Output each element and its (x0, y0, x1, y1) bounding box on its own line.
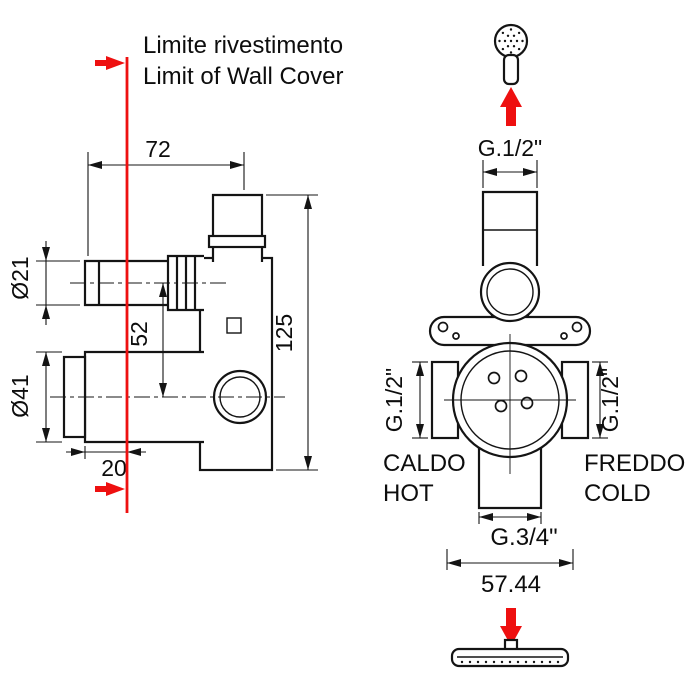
cold-label-en: COLD (584, 480, 651, 507)
red-arrow-bottom-icon (106, 482, 125, 496)
hand-shower-icon (493, 23, 529, 86)
hot-label-it: CALDO (383, 450, 466, 477)
cold-label-it: FREDDO (584, 450, 685, 477)
side-view: 72 Ø21 Ø41 52 125 (7, 32, 343, 513)
red-arrow-top-icon (106, 56, 125, 70)
front-view: G.1/2" G.1/2" G.1/2" G.3/4" (381, 23, 685, 668)
flow-arrow-down-icon (500, 608, 522, 646)
wall-limit-label-it: Limite rivestimento (143, 32, 343, 59)
dim-top-thread-label: G.1/2" (478, 135, 542, 161)
dim-overall-width-label: 57.44 (481, 571, 541, 598)
dim-bottom-thread-label: G.3/4" (490, 524, 557, 551)
flow-arrow-up-icon (500, 87, 522, 126)
dim-52-label: 52 (126, 321, 152, 347)
dim-125-label: 125 (271, 314, 297, 352)
rain-shower-head-icon (450, 638, 570, 668)
side-view-dimensions: 72 Ø21 Ø41 52 125 (7, 136, 318, 481)
front-view-dimensions: G.1/2" G.1/2" G.1/2" G.3/4" (381, 135, 623, 598)
wall-limit-line (95, 56, 129, 513)
valve-body-side (50, 193, 285, 472)
dim-72-label: 72 (145, 136, 171, 162)
dim-d41-label: Ø41 (7, 374, 33, 417)
valve-body-front (428, 190, 592, 510)
hot-label-en: HOT (383, 480, 434, 507)
wall-limit-label-en: Limit of Wall Cover (143, 63, 343, 90)
dim-d21-label: Ø21 (7, 256, 33, 299)
dim-20-label: 20 (101, 455, 127, 481)
dim-right-thread-label: G.1/2" (597, 368, 623, 432)
dim-left-thread-label: G.1/2" (381, 368, 407, 432)
